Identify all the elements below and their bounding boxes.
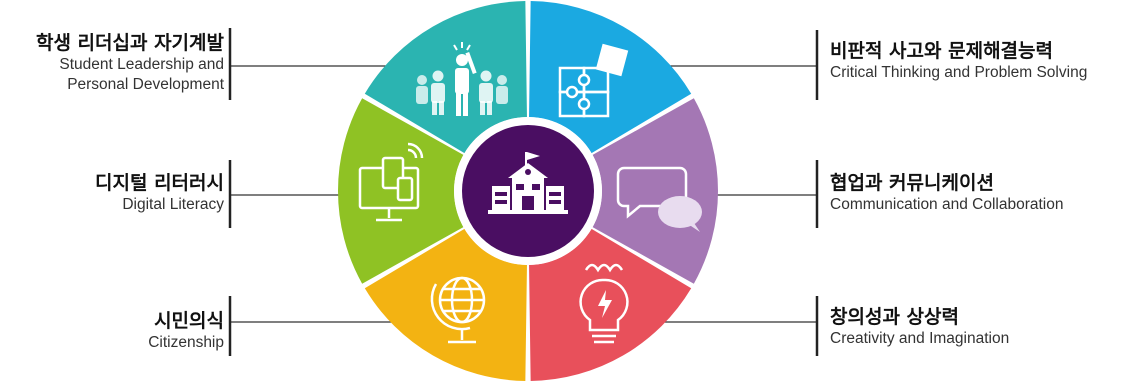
segment-creativity (529, 228, 692, 381)
label-communication-en: Communication and Collaboration (830, 196, 1064, 213)
label-leadership: 학생 리더십과 자기계발 Student Leadership and Pers… (0, 32, 224, 95)
label-communication-ko: 협업과 커뮤니케이션 (830, 172, 994, 194)
segment-leadership (364, 1, 527, 154)
speech-bubbles-icon (616, 166, 702, 232)
label-leadership-en-2: Personal Development (67, 76, 224, 93)
label-citizenship-en: Citizenship (148, 334, 224, 351)
label-critical: 비판적 사고와 문제해결능력 Critical Thinking and Pro… (830, 40, 1120, 83)
label-citizenship-ko: 시민의식 (154, 310, 224, 332)
label-digital-en: Digital Literacy (122, 196, 224, 213)
school-building-icon (488, 152, 568, 214)
segment-citizenship (364, 228, 527, 381)
label-leadership-en-1: Student Leadership and (59, 56, 224, 73)
devices-icon (358, 142, 424, 222)
label-citizenship: 시민의식 Citizenship (0, 310, 224, 353)
puzzle-icon (558, 43, 629, 118)
label-creativity: 창의성과 상상력 Creativity and Imagination (830, 306, 1120, 349)
label-creativity-en: Creativity and Imagination (830, 330, 1010, 347)
label-creativity-ko: 창의성과 상상력 (830, 306, 959, 328)
label-critical-en: Critical Thinking and Problem Solving (830, 64, 1088, 81)
label-digital-ko: 디지털 리터러시 (95, 172, 224, 194)
lightbulb-icon (579, 263, 629, 344)
label-critical-ko: 비판적 사고와 문제해결능력 (830, 40, 1053, 62)
segment-communication (592, 98, 718, 284)
label-digital: 디지털 리터러시 Digital Literacy (0, 172, 224, 215)
globe-icon (430, 276, 486, 344)
people-leader-icon (416, 42, 508, 116)
label-leadership-ko: 학생 리더십과 자기계발 (35, 32, 224, 54)
label-communication: 협업과 커뮤니케이션 Communication and Collaborati… (830, 172, 1120, 215)
